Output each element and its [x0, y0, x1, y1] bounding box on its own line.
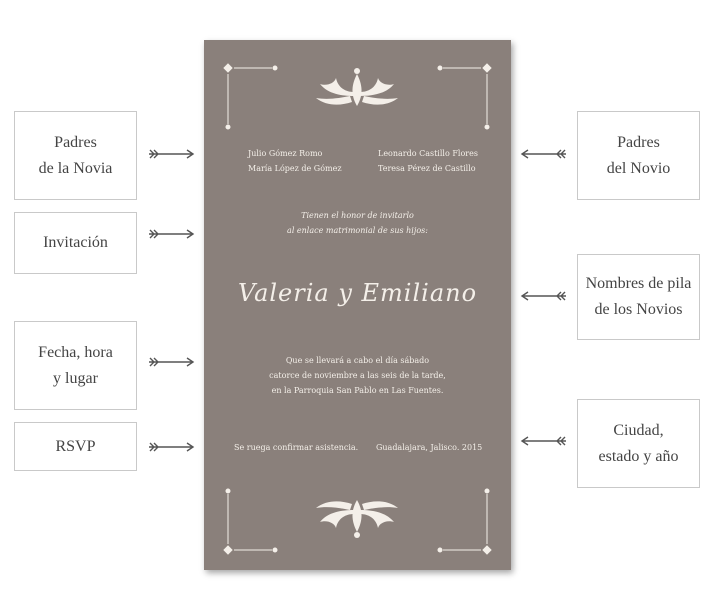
rsvp-text: Se ruega confirmar asistencia. [234, 443, 359, 452]
corner-ornament-icon [437, 488, 492, 555]
label-groom-parents-text: Padres del Novio [606, 133, 671, 177]
couple-names: Valeria y Emiliano [237, 279, 478, 307]
label-date-place: Fecha, hora y lugar [14, 321, 137, 410]
arrow-right-icon [149, 149, 195, 159]
groom-mother-name: Teresa Pérez de Castillo [378, 164, 476, 173]
label-invitation: Invitación [14, 212, 137, 274]
corner-ornament-icon [223, 488, 278, 555]
corner-ornament-icon [437, 63, 492, 130]
label-bride-parents-text: Padres de la Novia [38, 133, 113, 177]
label-rsvp: RSVP [14, 422, 137, 471]
arrow-left-icon [520, 436, 566, 446]
arrow-right-icon [149, 357, 195, 367]
bride-father-name: Julio Gómez Romo [248, 149, 323, 158]
flourish-ornament-icon [316, 68, 398, 106]
label-rsvp-text: RSVP [55, 437, 96, 455]
label-invitation-text: Invitación [43, 234, 108, 251]
label-groom-parents: Padres del Novio [577, 111, 700, 200]
invitation-text: Tienen el honor de invitarlo al enlace m… [287, 211, 428, 235]
label-city-year-text: Ciudad, estado y año [598, 421, 679, 465]
label-bride-parents: Padres de la Novia [14, 111, 137, 200]
label-couple-names: Nombres de pila de los Novios [577, 254, 700, 340]
arrow-right-icon [149, 442, 195, 452]
label-city-year: Ciudad, estado y año [577, 399, 700, 488]
invitation-card: Julio Gómez Romo María López de Gómez Le… [204, 40, 511, 570]
arrow-left-icon [520, 291, 566, 301]
flourish-ornament-icon [316, 500, 398, 538]
corner-ornament-icon [223, 63, 278, 130]
bride-mother-name: María López de Gómez [248, 164, 342, 173]
label-date-place-text: Fecha, hora y lugar [38, 343, 113, 387]
city-year-text: Guadalajara, Jalisco. 2015 [376, 443, 483, 452]
arrow-left-icon [520, 149, 566, 159]
label-couple-names-text: Nombres de pila de los Novios [585, 275, 692, 318]
groom-father-name: Leonardo Castillo Flores [378, 149, 478, 158]
date-place-text: Que se llevará a cabo el día sábado cato… [269, 356, 446, 395]
arrow-right-icon [149, 229, 195, 239]
